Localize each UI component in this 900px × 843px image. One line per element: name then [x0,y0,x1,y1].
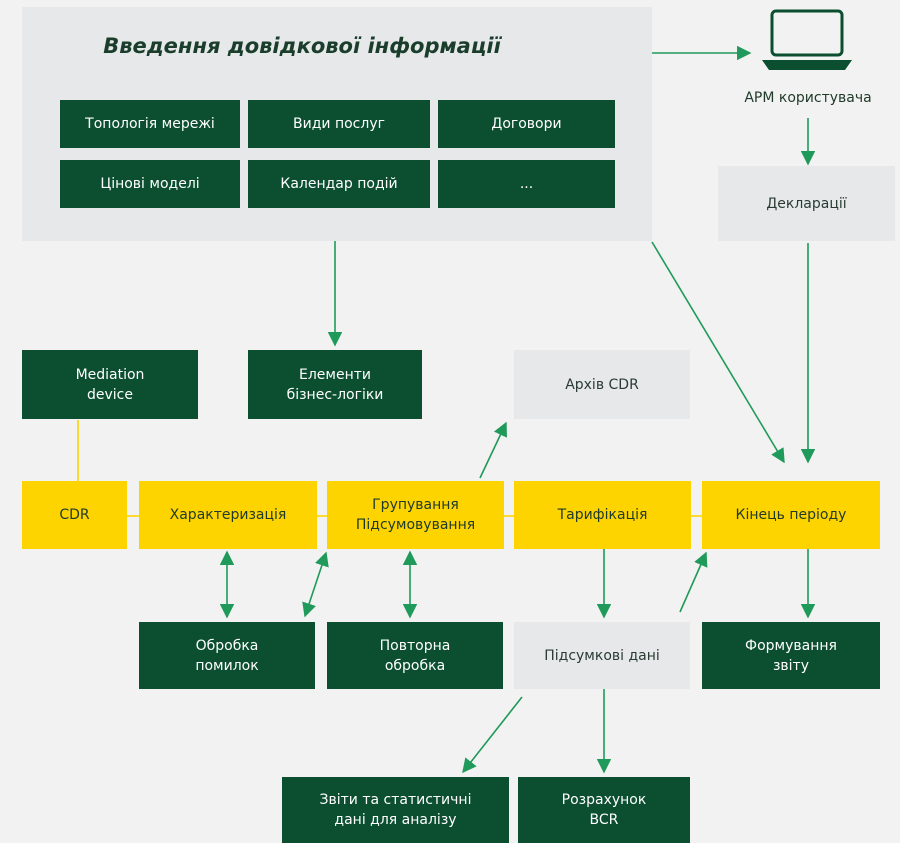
arrow-reference-period-end [651,241,785,464]
declarations-box[interactable]: Декларації [718,166,895,241]
ref-item-service-types[interactable]: Види послуг [248,100,430,148]
ref-item-more[interactable]: ... [438,160,615,208]
cdr-box[interactable]: CDR [22,481,127,549]
reference-info-title: Введення довідкової інформації [103,34,501,58]
arrow-summary-reports [462,696,523,774]
reports-statistics-box[interactable]: Звіти та статистичні дані для аналізу [282,777,509,843]
grouping-summation-box[interactable]: Групування Підсумовування [327,481,504,549]
arrow-summary-period-end [679,551,708,613]
ref-item-network-topology[interactable]: Топологія мережі [60,100,240,148]
ref-item-contracts[interactable]: Договори [438,100,615,148]
business-logic-box[interactable]: Елементи бізнес-логіки [248,350,422,419]
ref-item-event-calendar[interactable]: Календар подій [248,160,430,208]
tariffing-box[interactable]: Тарифікація [514,481,691,549]
ref-item-price-models[interactable]: Цінові моделі [60,160,240,208]
summary-data-box[interactable]: Підсумкові дані [514,622,690,689]
reprocessing-box[interactable]: Повторна обробка [327,622,503,689]
cdr-archive-box[interactable]: Архів CDR [514,350,690,419]
characterization-box[interactable]: Характеризація [139,481,317,549]
bcr-calculation-box[interactable]: Розрахунок BCR [518,777,690,843]
report-forming-box[interactable]: Формування звіту [702,622,880,689]
workstation-label: АРМ користувача [744,90,872,106]
laptop-icon [762,9,852,70]
arrow-grouping-archive [479,421,507,479]
arrow-grouping-errors [302,551,329,618]
error-processing-box[interactable]: Обробка помилок [139,622,315,689]
mediation-device-box[interactable]: Mediation device [22,350,198,419]
period-end-box[interactable]: Кінець періоду [702,481,880,549]
